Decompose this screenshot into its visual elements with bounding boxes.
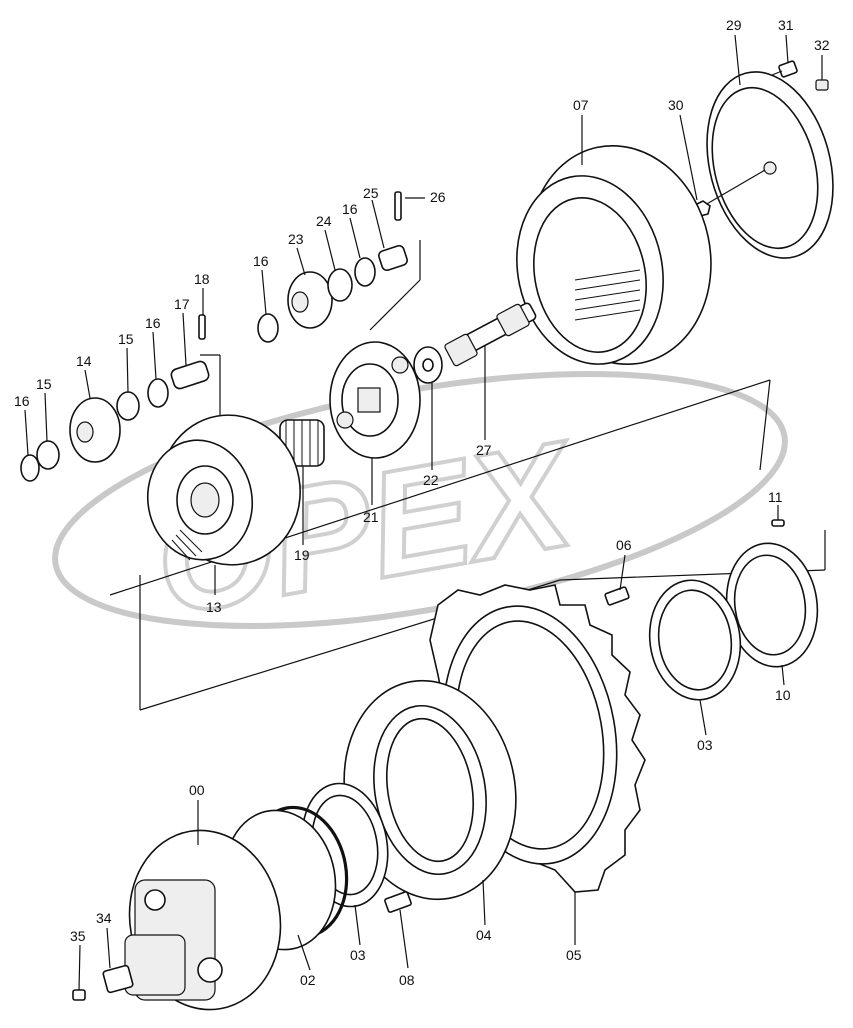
- bolt-08: [384, 891, 412, 913]
- callout-15-right: 15: [118, 331, 134, 347]
- callout-10: 10: [775, 687, 791, 703]
- plug-32: [815, 79, 829, 91]
- cover-plate-29: [704, 71, 834, 259]
- seal-03-right: [648, 579, 742, 701]
- washer-16-small: [147, 378, 169, 408]
- travel-motor-00: [124, 809, 337, 1011]
- pin-11: [771, 519, 785, 527]
- callout-32: 32: [814, 37, 830, 53]
- seal-ring-10: [725, 542, 819, 668]
- callout-26: 26: [430, 189, 446, 205]
- callout-29: 29: [726, 17, 742, 33]
- leader-lines: [24, 34, 823, 991]
- planet-gear-14: [69, 397, 121, 463]
- callout-19: 19: [294, 547, 310, 563]
- planet-gear-23: [287, 271, 333, 329]
- cover-34: [102, 964, 134, 994]
- callout-24: 24: [316, 213, 332, 229]
- callout-17: 17: [174, 296, 190, 312]
- pin-17: [170, 360, 210, 390]
- callout-02: 02: [300, 972, 316, 988]
- callout-00: 00: [189, 782, 205, 798]
- ring-drum-07: [516, 144, 712, 366]
- washer-22: [413, 346, 443, 384]
- callout-21: 21: [363, 509, 379, 525]
- callout-25: 25: [363, 185, 379, 201]
- carrier-21: [329, 341, 421, 459]
- bolt-31: [771, 60, 798, 78]
- callout-22: 22: [423, 472, 439, 488]
- callout-13: 13: [206, 599, 222, 615]
- callout-15-left: 15: [36, 376, 52, 392]
- callout-16-mid: 16: [253, 253, 269, 269]
- bearing-15-left: [36, 440, 60, 470]
- callout-04: 04: [476, 927, 492, 943]
- callout-35: 35: [70, 928, 86, 944]
- callout-23: 23: [288, 231, 304, 247]
- shaft-27: [444, 302, 537, 367]
- pin-25: [378, 244, 408, 272]
- bolt-35: [72, 989, 86, 1001]
- callout-18: 18: [194, 271, 210, 287]
- washer-16-mid: [257, 313, 279, 343]
- callout-16-small: 16: [145, 315, 161, 331]
- callout-11: 11: [768, 489, 783, 505]
- callout-16-upper: 16: [342, 201, 358, 217]
- pin-18: [198, 314, 206, 340]
- housing-13: [146, 414, 301, 566]
- bolt-06: [604, 586, 630, 606]
- callout-03-right: 03: [697, 737, 713, 753]
- callout-05: 05: [566, 947, 582, 963]
- callout-08: 08: [399, 972, 415, 988]
- callout-06: 06: [616, 537, 632, 553]
- callout-labels: 29 31 32 30 07 26 25 16 24 23 16 18 17 1…: [14, 17, 830, 988]
- washer-16-left: [20, 454, 40, 482]
- callout-07: 07: [573, 97, 589, 113]
- callout-34: 34: [96, 910, 112, 926]
- callout-16-left: 16: [14, 393, 30, 409]
- callout-27: 27: [476, 442, 492, 458]
- callout-14: 14: [76, 353, 92, 369]
- callout-30: 30: [668, 97, 684, 113]
- washer-16-upper: [354, 257, 376, 287]
- callout-31: 31: [778, 17, 794, 33]
- callout-03-left: 03: [350, 947, 366, 963]
- bearing-24: [327, 268, 353, 302]
- pin-26: [394, 191, 402, 221]
- bearing-15-right: [116, 391, 140, 421]
